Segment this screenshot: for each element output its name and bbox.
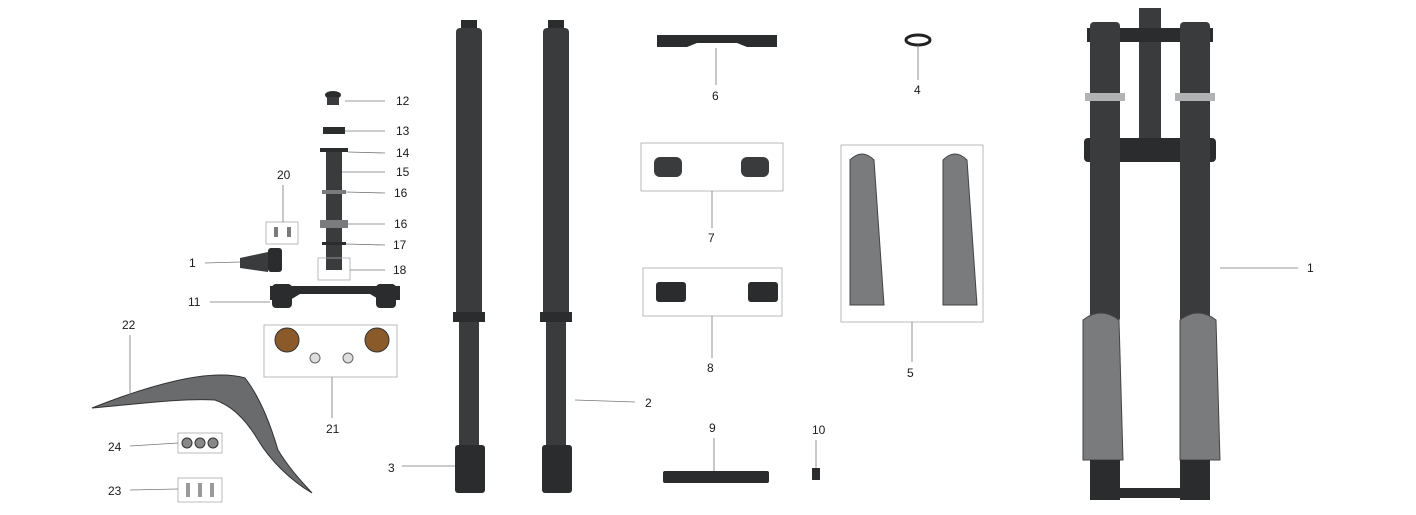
lower-crown-part (270, 286, 400, 300)
callout-6: 6 (712, 89, 719, 103)
part-8-box (642, 267, 783, 317)
fork-leg-3 (453, 20, 485, 493)
lower-tube (546, 322, 566, 447)
callout-9: 9 (709, 421, 716, 435)
callout-1: 1 (189, 256, 196, 270)
part-23-box (177, 477, 223, 503)
screw-23 (198, 483, 202, 497)
guard-clamp (654, 157, 682, 177)
screw-23 (186, 483, 190, 497)
crown-clamp-right (376, 284, 396, 308)
bumper-left (274, 327, 300, 353)
callout-16: 16 (394, 186, 408, 200)
callout-labels: 12 13 14 15 16 16 17 18 20 1 11 22 21 24… (108, 83, 1314, 498)
clamp-body (268, 248, 282, 272)
clamp (1175, 93, 1215, 101)
dust-seal (748, 282, 778, 302)
bearing-part-2 (320, 220, 348, 228)
washer-part (320, 148, 348, 152)
fork-guard (849, 153, 885, 306)
callout-1: 1 (1307, 261, 1314, 275)
top-cap-body (327, 97, 339, 105)
middle-parts (640, 33, 984, 483)
axle-part (663, 471, 769, 483)
callout-18: 18 (393, 263, 407, 277)
callout-22: 22 (122, 318, 136, 332)
callout-16: 16 (394, 217, 408, 231)
nut-part (342, 352, 354, 364)
bolt-part (274, 227, 278, 237)
part-20-box (265, 221, 299, 245)
leg-cap (548, 20, 564, 28)
nut-part (309, 352, 321, 364)
left-tube (1090, 22, 1120, 322)
clamp-part (240, 252, 268, 272)
leg-cap (461, 20, 477, 28)
clamp-ring-part (904, 33, 932, 47)
bolt-part (287, 227, 291, 237)
axle-nut-part (812, 468, 820, 480)
fender-parts (91, 374, 313, 503)
spacer-part (323, 127, 345, 134)
callout-10: 10 (812, 423, 826, 437)
axle (1110, 488, 1190, 498)
steerer (1139, 8, 1161, 138)
callout-3: 3 (388, 461, 395, 475)
callout-5: 5 (907, 366, 914, 380)
callout-23: 23 (108, 484, 122, 498)
lower-tube (459, 322, 479, 447)
callout-17: 17 (393, 238, 407, 252)
callout-2: 2 (645, 396, 652, 410)
callout-14: 14 (396, 146, 410, 160)
upper-tube (456, 28, 482, 318)
dust-seal (656, 282, 686, 302)
guard-right (1179, 312, 1221, 461)
guard-clamp (741, 157, 769, 177)
part-21-box (263, 324, 398, 378)
steerer-tube (326, 152, 342, 270)
callout-13: 13 (396, 124, 410, 138)
dropout (542, 445, 572, 493)
callout-7: 7 (708, 231, 715, 245)
callout-24: 24 (108, 440, 122, 454)
seal (540, 312, 572, 322)
fork-guard (942, 153, 978, 306)
seal (453, 312, 485, 322)
seal-part (322, 242, 346, 245)
washer-24 (194, 437, 206, 449)
callout-11: 11 (188, 295, 201, 309)
washer-24 (207, 437, 219, 449)
stem-parts (240, 91, 400, 378)
dropout (455, 445, 485, 493)
leader-lines (129, 45, 1298, 491)
right-tube (1180, 22, 1210, 322)
callout-8: 8 (707, 361, 714, 375)
top-crown-part (657, 35, 777, 47)
callout-20: 20 (277, 168, 291, 182)
fork-leg-2 (540, 20, 572, 493)
clamp (1085, 93, 1125, 101)
callout-12: 12 (396, 94, 410, 108)
part-18-box (317, 257, 351, 281)
bumper-right (364, 327, 390, 353)
callout-21: 21 (326, 422, 340, 436)
screw-23 (210, 483, 214, 497)
guard-left (1082, 312, 1124, 461)
callout-15: 15 (396, 165, 410, 179)
bearing-part (322, 190, 346, 194)
front-fender (91, 374, 313, 494)
callout-4: 4 (914, 83, 921, 97)
crown-clamp-left (272, 284, 292, 308)
washer-24 (181, 437, 193, 449)
assembled-fork (1082, 8, 1221, 500)
upper-tube (543, 28, 569, 318)
